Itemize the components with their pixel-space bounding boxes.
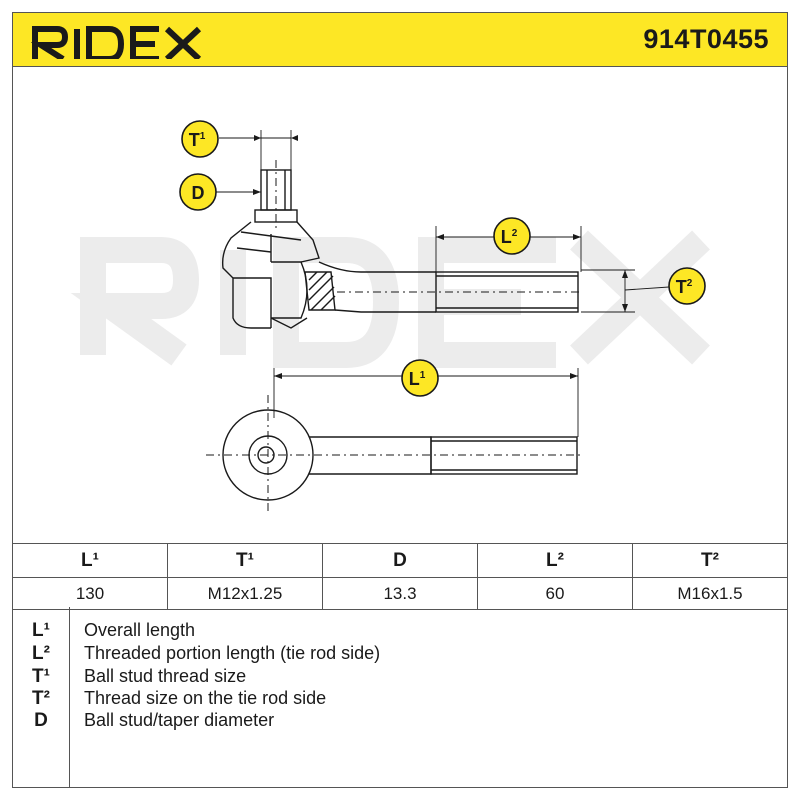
callout-d: D xyxy=(179,173,217,211)
header-l2: L² xyxy=(477,543,633,578)
value-d: 13.3 xyxy=(322,577,478,610)
callout-l1: L1 xyxy=(401,359,439,397)
svg-text:T2: T2 xyxy=(676,277,693,297)
header-t2: T² xyxy=(632,543,788,578)
svg-text:T1: T1 xyxy=(189,130,206,150)
svg-text:L2: L2 xyxy=(501,227,518,247)
table-value-row: 130 M12x1.25 13.3 60 M16x1.5 xyxy=(12,577,788,610)
legend-desc: Thread size on the tie rod side xyxy=(84,688,327,708)
legend-code: L² xyxy=(32,643,50,664)
legend-desc: Ball stud/taper diameter xyxy=(84,710,275,730)
value-t2: M16x1.5 xyxy=(632,577,788,610)
part-number: 914T0455 xyxy=(643,24,769,54)
bottom-view xyxy=(206,395,583,515)
legend-panel: L¹ Overall length L² Threaded portion le… xyxy=(12,607,788,788)
specification-table: L¹ T¹ D L² T² 130 M12x1.25 13.3 60 M16x1… xyxy=(12,543,788,610)
legend-desc: Overall length xyxy=(84,620,196,640)
legend-item: T¹ Ball stud thread size xyxy=(13,665,783,688)
legend-code: D xyxy=(34,710,48,731)
header-d: D xyxy=(322,543,478,578)
callout-t1: T1 xyxy=(181,120,219,158)
legend-item: D Ball stud/taper diameter xyxy=(13,709,783,732)
svg-text:L1: L1 xyxy=(409,369,426,389)
legend-divider xyxy=(69,607,70,787)
ridex-logo xyxy=(31,26,202,59)
header-bar: 914T0455 xyxy=(12,12,788,67)
legend-item: L² Threaded portion length (tie rod side… xyxy=(13,642,783,665)
legend-desc: Ball stud thread size xyxy=(84,666,247,686)
legend-item: L¹ Overall length xyxy=(13,619,783,642)
section-hatch xyxy=(304,271,336,311)
svg-text:D: D xyxy=(192,183,205,203)
table-header-row: L¹ T¹ D L² T² xyxy=(12,543,788,578)
callout-t2: T2 xyxy=(668,267,706,305)
legend-desc: Threaded portion length (tie rod side) xyxy=(84,643,381,663)
drawing-area: T1 D L2 T2 L1 xyxy=(12,66,788,544)
header-l1: L¹ xyxy=(12,543,168,578)
value-l1: 130 xyxy=(12,577,168,610)
ridex-watermark xyxy=(70,230,710,368)
callout-l2: L2 xyxy=(493,217,531,255)
header-t1: T¹ xyxy=(167,543,323,578)
legend-code: L¹ xyxy=(32,620,50,641)
value-t1: M12x1.25 xyxy=(167,577,323,610)
legend-code: T² xyxy=(32,688,50,709)
ball-joint-housing xyxy=(221,221,320,329)
legend-code: T¹ xyxy=(32,666,50,687)
value-l2: 60 xyxy=(477,577,633,610)
technical-drawing: T1 D L2 T2 L1 xyxy=(70,120,710,515)
legend-item: T² Thread size on the tie rod side xyxy=(13,687,783,710)
